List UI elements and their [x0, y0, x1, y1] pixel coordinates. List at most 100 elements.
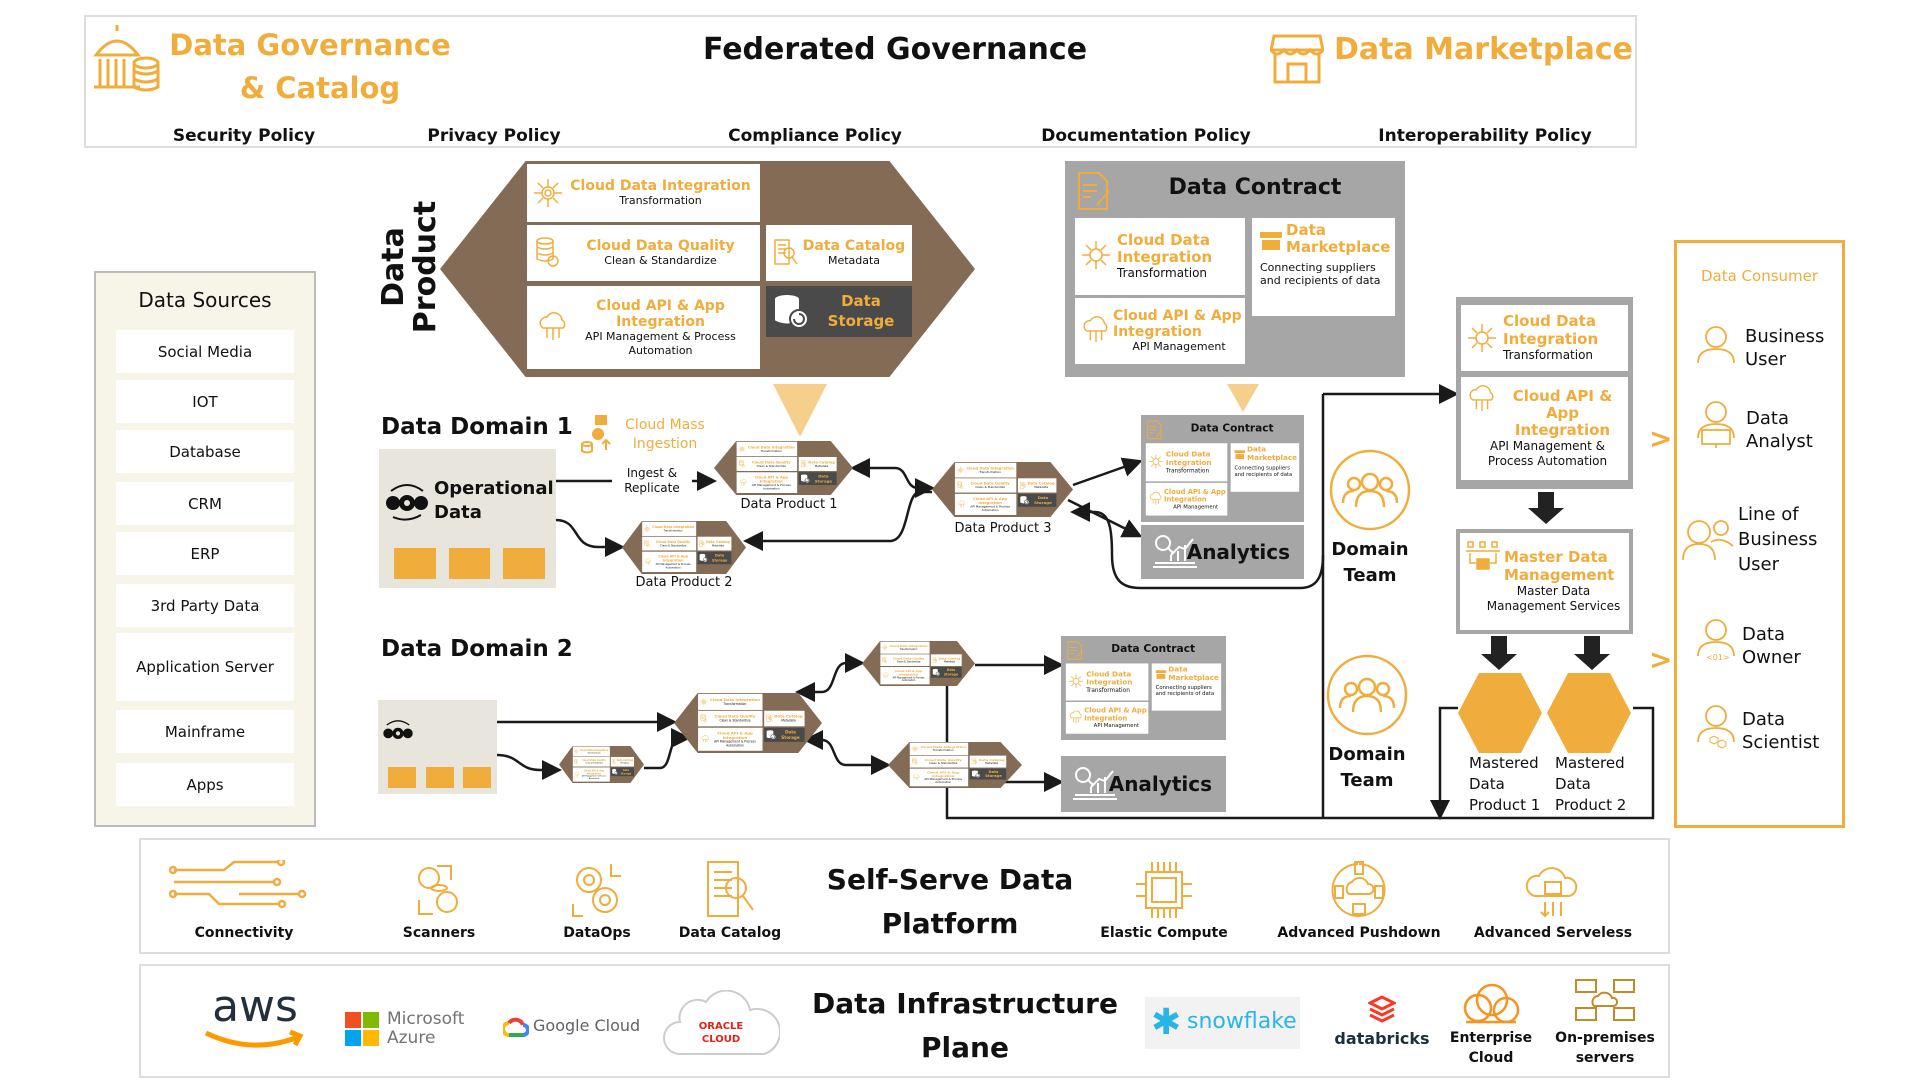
down-arrow-icon	[1528, 492, 1564, 524]
dp-cloud-data-quality[interactable]: Cloud Data Quality Clean & Standardize	[880, 654, 930, 666]
source-mainframe[interactable]: Mainframe	[116, 710, 294, 753]
domain2-data-product-c[interactable]: Cloud Data Integration Transformation Cl…	[862, 641, 975, 686]
dp-cloud-api-app-integration[interactable]: Cloud API & App Integration API Manageme…	[909, 768, 969, 787]
dp-cloud-data-integration[interactable]: Cloud Data Integration Transformation	[572, 746, 610, 757]
dc-data-marketplace[interactable]: Data Marketplace Connecting suppliers an…	[1252, 218, 1395, 316]
dp-data-catalog[interactable]: Data Catalog Metadata	[969, 755, 1007, 768]
self-serve-connectivity[interactable]: Connectivity	[194, 925, 294, 941]
dp-data-catalog[interactable]: Data Catalog Metadata	[697, 536, 732, 551]
dp-cloud-data-quality[interactable]: Cloud Data Quality Clean & Standardize	[572, 756, 610, 767]
domain2-data-contract[interactable]: Data Contract Cloud Data Integration Tra…	[1061, 636, 1226, 740]
source-erp[interactable]: ERP	[116, 532, 294, 575]
infrastructure-plane-panel	[139, 964, 1670, 1078]
on-premises-servers-logo[interactable]: On-premises servers	[1550, 978, 1660, 1078]
source-social-media[interactable]: Social Media	[116, 330, 294, 373]
dc-cloud-api-app-integration[interactable]: Cloud API & App Integration API Manageme…	[1065, 701, 1149, 734]
dp-data-storage[interactable]: Data Storage	[930, 667, 962, 678]
dp-data-catalog[interactable]: Data Catalog Metadata	[930, 654, 962, 666]
data-product-2-hex[interactable]: Cloud Data Integration Transformation Cl…	[622, 521, 746, 574]
source-apps[interactable]: Apps	[116, 763, 294, 806]
source-crm[interactable]: CRM	[116, 482, 294, 525]
self-serve-elastic-compute[interactable]: Elastic Compute	[1100, 925, 1228, 941]
dp-cloud-api-app-integration[interactable]: Cloud API & App Integration API Manageme…	[698, 727, 763, 751]
policy-privacy[interactable]: Privacy Policy	[427, 126, 561, 146]
policy-compliance[interactable]: Compliance Policy	[728, 126, 902, 146]
snowflake-logo[interactable]: ✱ snowflake	[1145, 997, 1300, 1049]
self-serve-data-catalog[interactable]: Data Catalog	[678, 925, 782, 941]
aws-logo[interactable]: aws	[200, 985, 310, 1055]
dp-data-catalog[interactable]: Data Catalog Metadata	[610, 756, 634, 767]
integration-hub-icon	[1069, 674, 1083, 689]
dp-cloud-data-integration[interactable]: Cloud Data Integration Transformation	[527, 164, 760, 222]
dc-cloud-data-integration[interactable]: Cloud Data Integration Transformation	[1075, 218, 1245, 295]
source-database[interactable]: Database	[116, 430, 294, 473]
dp-cloud-api-app-integration[interactable]: Cloud API & App Integration API Manageme…	[572, 767, 610, 782]
data-product-1-hex[interactable]: Cloud Data Integration Transformation Cl…	[714, 441, 853, 495]
dp-data-storage[interactable]: Data Storage	[697, 551, 732, 565]
dp-cloud-data-quality[interactable]: Cloud Data Quality Clean & Standardize	[698, 710, 763, 727]
self-serve-advanced-pushdown[interactable]: Advanced Pushdown	[1277, 925, 1441, 941]
self-serve-scanners[interactable]: Scanners	[402, 925, 476, 941]
databricks-logo[interactable]: databricks	[1330, 995, 1434, 1055]
source-application-server[interactable]: Application Server	[116, 633, 294, 701]
dc-data-marketplace[interactable]: Data Marketplace Connecting suppliers an…	[1230, 443, 1300, 492]
dp-data-catalog[interactable]: Data Catalog Metadata	[798, 457, 837, 471]
dp-data-storage[interactable]: Data Storage	[798, 472, 837, 485]
dp-cloud-data-quality[interactable]: Cloud Data Quality Clean & Standardize	[954, 478, 1017, 493]
domain2-operational-box[interactable]	[378, 700, 497, 794]
policy-security[interactable]: Security Policy	[172, 126, 316, 146]
mdm-cloud-data-integration[interactable]: Cloud Data Integration Transformation	[1461, 305, 1628, 371]
data-product-3-hex[interactable]: Cloud Data Integration Transformation Cl…	[932, 462, 1073, 517]
dc-cloud-data-integration[interactable]: Cloud Data Integration Transformation	[1145, 443, 1228, 482]
source-3rd-party[interactable]: 3rd Party Data	[116, 584, 294, 627]
dp-cloud-data-quality[interactable]: Cloud Data Quality Clean & Standardize	[642, 536, 697, 551]
mdm-cloud-api-app-integration[interactable]: Cloud API & App Integration API Manageme…	[1461, 377, 1628, 480]
master-data-management[interactable]: Master Data Management Master Data Manag…	[1456, 529, 1633, 634]
dp-data-storage[interactable]: Data Storage	[1017, 493, 1057, 507]
dp-cloud-data-quality[interactable]: Cloud Data Quality Clean & Standardize	[909, 755, 969, 768]
self-serve-dataops[interactable]: DataOps	[563, 925, 631, 941]
dp-data-storage[interactable]: Data Storage	[766, 286, 912, 337]
microsoft-azure-logo[interactable]: Microsoft Azure	[345, 1010, 475, 1052]
dp-data-storage[interactable]: Data Storage	[764, 727, 805, 742]
dp-cloud-data-quality[interactable]: Cloud Data Quality Clean & Standardize	[736, 457, 798, 471]
domain1-data-contract[interactable]: Data Contract Cloud Data Integration Tra…	[1141, 415, 1304, 522]
dp-cloud-api-app-integration[interactable]: Cloud API & App Integration API Manageme…	[880, 667, 930, 685]
dp-cloud-data-integration[interactable]: Cloud Data Integration Transformation	[909, 742, 969, 755]
self-serve-advanced-serveless[interactable]: Advanced Serveless	[1473, 925, 1633, 941]
dp-data-storage[interactable]: Data Storage	[610, 767, 634, 777]
dp-data-catalog[interactable]: Data Catalog Metadata	[1017, 478, 1057, 493]
dp-cloud-data-integration[interactable]: Cloud Data Integration Transformation	[698, 693, 763, 710]
dc-cloud-api-app-integration[interactable]: Cloud API & App Integration API Manageme…	[1075, 298, 1245, 364]
oracle-cloud-logo[interactable]: ORACLE CLOUD	[662, 990, 780, 1056]
google-cloud-logo[interactable]: Google Cloud	[503, 1015, 643, 1041]
dp-cloud-api-app-integration[interactable]: Cloud API & App Integration API Manageme…	[527, 286, 760, 369]
dc-data-marketplace[interactable]: Data Marketplace Connecting suppliers an…	[1151, 663, 1222, 711]
dp-cloud-data-integration[interactable]: Cloud Data Integration Transformation	[642, 521, 697, 536]
operational-data-box[interactable]: Operational Data	[379, 449, 556, 588]
dp-data-catalog[interactable]: Data Catalog Metadata	[764, 710, 805, 727]
dp-catalog-sub: Metadata	[620, 761, 629, 765]
domain2-analytics[interactable]: Analytics	[1061, 756, 1226, 812]
dp-data-catalog[interactable]: Data Catalog Metadata	[766, 225, 912, 281]
source-iot[interactable]: IOT	[116, 380, 294, 423]
dc-cloud-data-integration[interactable]: Cloud Data Integration Transformation	[1065, 663, 1149, 701]
dp-data-storage[interactable]: Data Storage	[969, 768, 1007, 780]
domain2-data-product-d[interactable]: Cloud Data Integration Transformation Cl…	[888, 742, 1022, 788]
dp-cloud-api-app-integration[interactable]: Cloud API & App Integration API Manageme…	[954, 493, 1017, 515]
domain2-data-product-b[interactable]: Cloud Data Integration Transformation Cl…	[559, 746, 644, 783]
data-product-2-label: Data Product 2	[635, 575, 733, 590]
dp-cloud-data-integration[interactable]: Cloud Data Integration Transformation	[954, 462, 1017, 478]
dp-cloud-api-app-integration[interactable]: Cloud API & App Integration API Manageme…	[642, 551, 697, 573]
dp-cloud-api-app-integration[interactable]: Cloud API & App Integration API Manageme…	[736, 472, 798, 493]
dc-cloud-api-app-integration[interactable]: Cloud API & App Integration API Manageme…	[1145, 482, 1228, 516]
dp-cloud-data-integration[interactable]: Cloud Data Integration Transformation	[736, 441, 798, 457]
dp-cloud-data-quality[interactable]: Cloud Data Quality Clean & Standardize	[527, 225, 760, 281]
policy-documentation[interactable]: Documentation Policy	[1041, 126, 1251, 146]
domain1-analytics[interactable]: Analytics	[1141, 525, 1304, 579]
domain2-data-product-a[interactable]: Cloud Data Integration Transformation Cl…	[674, 693, 822, 753]
data-owner-icon: <01>	[1697, 619, 1735, 662]
enterprise-cloud-logo[interactable]: Enterprise Cloud	[1446, 982, 1536, 1078]
dp-cloud-data-integration[interactable]: Cloud Data Integration Transformation	[880, 641, 930, 654]
policy-interoperability[interactable]: Interoperability Policy	[1378, 126, 1592, 146]
